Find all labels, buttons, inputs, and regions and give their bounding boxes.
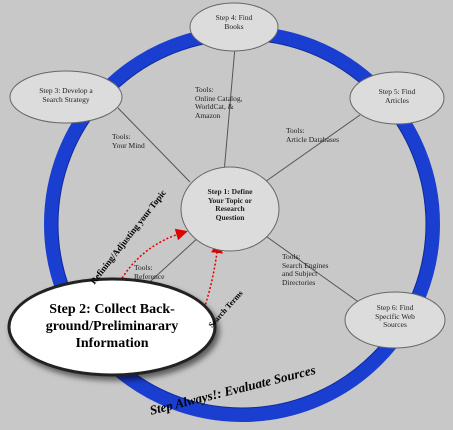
spoke-step4 [223, 46, 236, 174]
tools-books-label: Tools: Online Catalog, WorldCat, & Amazo… [195, 85, 243, 120]
node-step1[interactable] [180, 166, 280, 252]
spoke-step3 [117, 107, 191, 183]
step3-label: Step 3: Develop a Search Strategy [39, 86, 93, 104]
step4-label: Step 4: Find Books [215, 13, 253, 31]
node-step5[interactable] [349, 71, 445, 125]
tools-articles-label: Tools: Article Databases [286, 126, 340, 144]
arrow-search-terms [202, 241, 223, 313]
spoke-step5 [261, 114, 361, 185]
node-step2-callout[interactable] [7, 277, 217, 377]
step2-label: Step 2: Collect Back- ground/Preliminara… [45, 302, 179, 351]
tools-web-label: Tools: Search Engines and Subject Direct… [282, 252, 329, 287]
step5-label: Step 5: Find Articles [378, 87, 416, 105]
step1-label: Step 1: Define Your Topic or Research Qu… [207, 187, 253, 222]
spoke-step6 [259, 231, 361, 304]
spokes [117, 46, 361, 304]
node-step3[interactable] [9, 70, 123, 124]
node-step4[interactable] [189, 2, 279, 52]
tools-mind-label: Tools: Your Mind [112, 132, 145, 150]
tools-reference-label: Tools: Reference [134, 263, 165, 281]
step6-label: Step 6: Find Specific Web Sources [375, 303, 415, 329]
node-step6[interactable] [344, 291, 446, 349]
arrow-refine [117, 228, 188, 286]
